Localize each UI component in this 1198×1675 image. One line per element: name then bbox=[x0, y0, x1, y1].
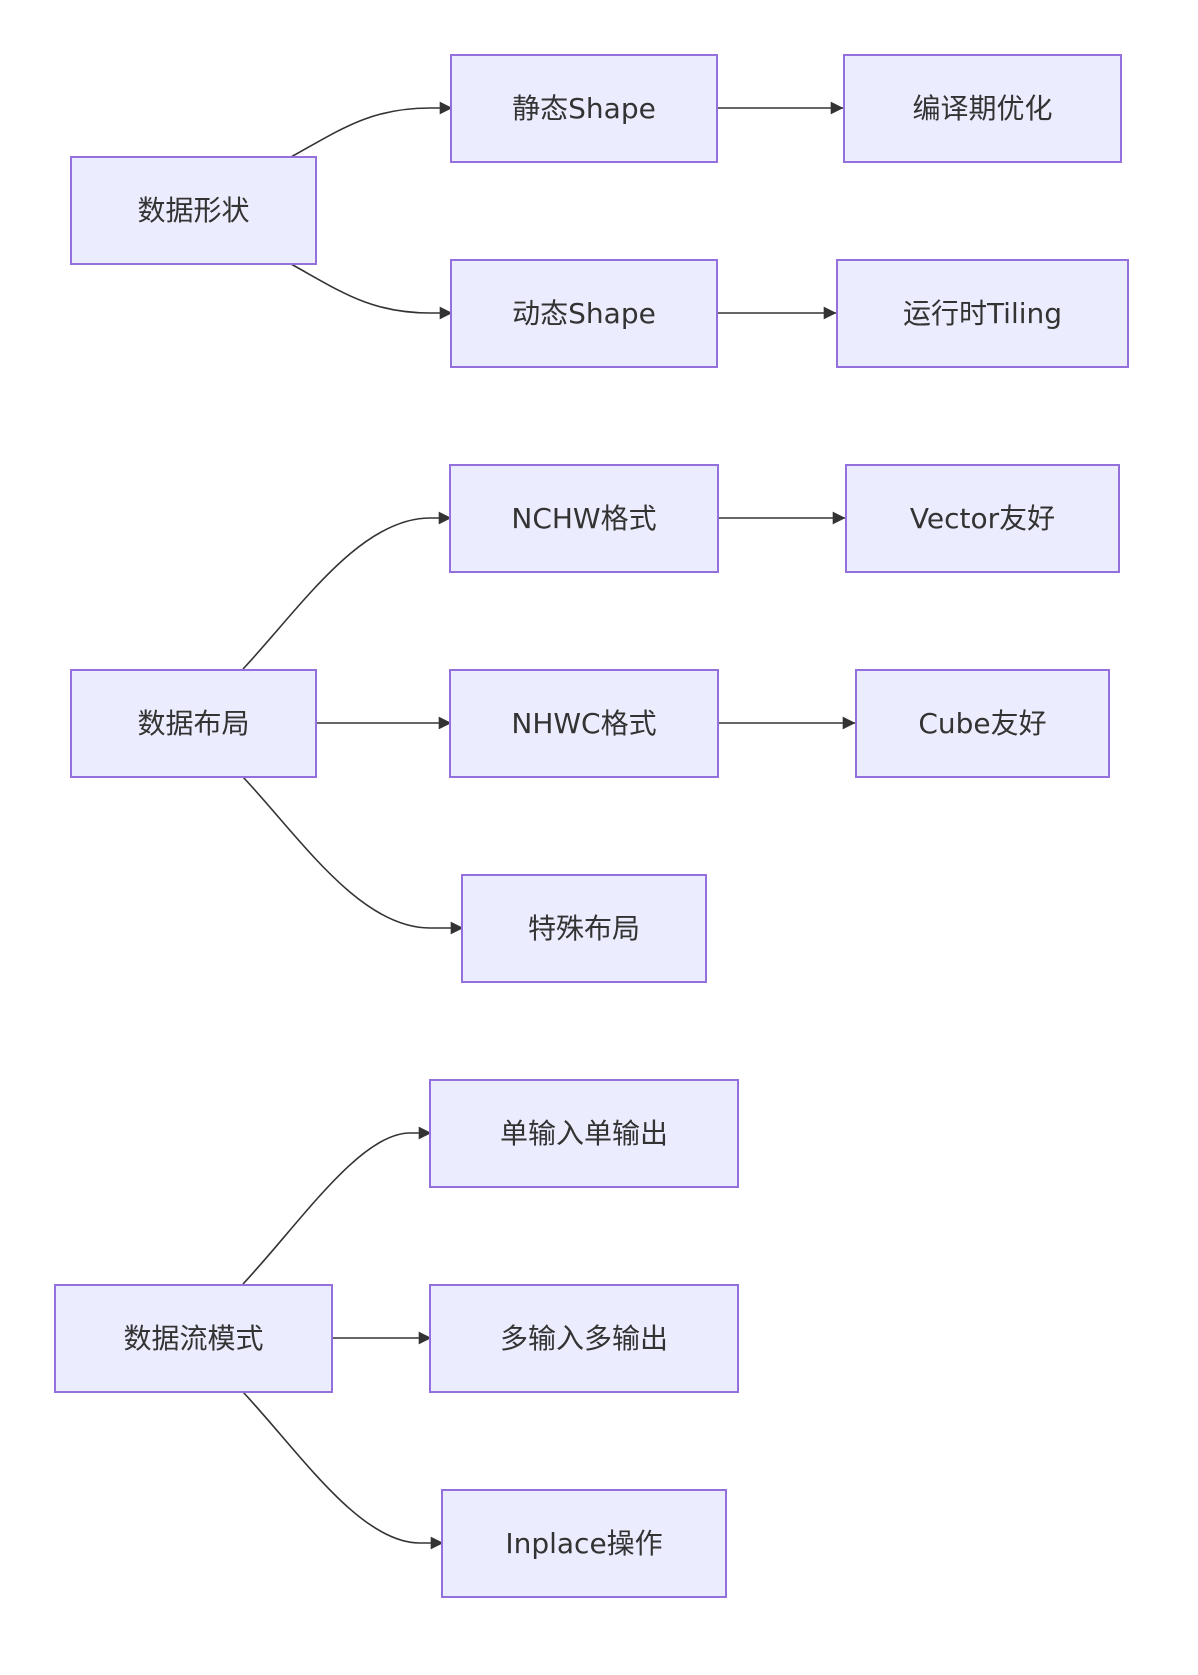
node-nhwc-label: NHWC格式 bbox=[511, 707, 656, 740]
edge-flow-to-siso bbox=[242, 1126, 432, 1285]
node-vector: Vector友好 bbox=[845, 464, 1120, 573]
node-layout-label: 数据布局 bbox=[137, 707, 249, 740]
node-special: 特殊布局 bbox=[461, 874, 707, 983]
node-dynamic-label: 动态Shape bbox=[512, 297, 656, 330]
edge-shape-to-static bbox=[290, 101, 453, 158]
node-tiling-label: 运行时Tiling bbox=[903, 297, 1062, 330]
node-inplace-label: Inplace操作 bbox=[505, 1527, 662, 1560]
node-static-label: 静态Shape bbox=[512, 92, 656, 125]
node-vector-label: Vector友好 bbox=[910, 502, 1055, 535]
edge-layout-to-special bbox=[242, 776, 464, 935]
node-nchw: NCHW格式 bbox=[449, 464, 719, 573]
node-nhwc: NHWC格式 bbox=[449, 669, 719, 778]
node-static: 静态Shape bbox=[450, 54, 718, 163]
node-special-label: 特殊布局 bbox=[528, 912, 640, 945]
edge-shape-to-dynamic bbox=[290, 263, 453, 320]
edge-flow-to-inplace bbox=[242, 1391, 444, 1550]
node-siso-label: 单输入单输出 bbox=[500, 1117, 668, 1150]
node-mimo: 多输入多输出 bbox=[429, 1284, 739, 1393]
node-shape: 数据形状 bbox=[70, 156, 317, 265]
node-siso: 单输入单输出 bbox=[429, 1079, 739, 1188]
node-shape-label: 数据形状 bbox=[137, 194, 249, 227]
node-cube-label: Cube友好 bbox=[918, 707, 1046, 740]
node-compile-label: 编译期优化 bbox=[912, 92, 1052, 125]
node-nchw-label: NCHW格式 bbox=[511, 502, 656, 535]
node-cube: Cube友好 bbox=[855, 669, 1110, 778]
node-dynamic: 动态Shape bbox=[450, 259, 718, 368]
node-compile: 编译期优化 bbox=[843, 54, 1122, 163]
node-mimo-label: 多输入多输出 bbox=[500, 1322, 668, 1355]
edge-layout-to-nchw bbox=[242, 511, 452, 670]
node-tiling: 运行时Tiling bbox=[836, 259, 1129, 368]
node-flow-label: 数据流模式 bbox=[123, 1322, 263, 1355]
node-flow: 数据流模式 bbox=[54, 1284, 333, 1393]
edges-flow bbox=[242, 1126, 444, 1550]
node-layout: 数据布局 bbox=[70, 669, 317, 778]
edges-layout bbox=[242, 511, 856, 935]
node-inplace: Inplace操作 bbox=[441, 1489, 727, 1598]
edges-shape bbox=[290, 101, 844, 320]
